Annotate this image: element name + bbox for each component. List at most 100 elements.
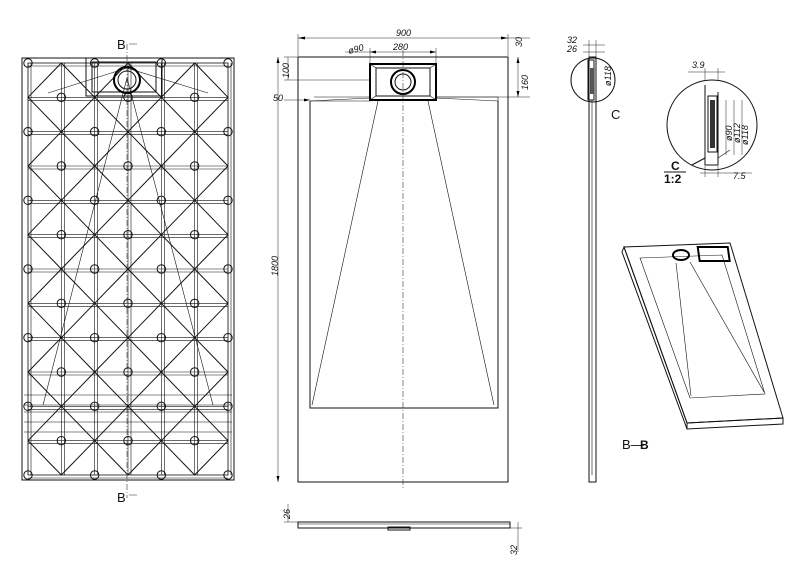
rib-node <box>156 126 167 137</box>
rib-line <box>60 440 96 476</box>
rib-node <box>56 229 67 240</box>
rib-line <box>94 302 129 339</box>
rib-line <box>60 131 96 167</box>
rib-line <box>94 440 129 476</box>
rib-line <box>94 96 129 133</box>
rib-line <box>127 405 162 442</box>
front-edge-outline <box>297 521 511 529</box>
detail-c-outline <box>666 79 758 171</box>
rib-line <box>194 96 229 133</box>
rib-line <box>127 302 162 339</box>
rib-line <box>42 77 128 406</box>
rib-line <box>60 62 96 98</box>
rib-node <box>89 58 100 68</box>
rib-node <box>23 58 33 68</box>
rib-node <box>156 264 167 274</box>
rib-node <box>189 92 200 103</box>
underside-drain-box <box>85 57 163 97</box>
rib-node <box>189 161 200 171</box>
rib-node <box>23 126 33 137</box>
detail-scale-letter: C <box>671 159 680 173</box>
rib-line <box>60 165 96 201</box>
dim-width: 900 <box>396 28 411 38</box>
rib-line <box>160 440 196 476</box>
rib-node <box>123 229 133 240</box>
rib-line <box>27 234 62 270</box>
rib-node <box>23 401 33 412</box>
side-dim-2: 26 <box>566 44 577 54</box>
detail-c-view: 3.9 7.5 ø90 ø112 ø118 C 1:2 <box>664 60 758 186</box>
rib-line <box>160 234 196 270</box>
rib-line <box>94 405 129 442</box>
rib-line <box>194 337 229 373</box>
rib-line <box>194 405 229 442</box>
rib-node <box>123 367 133 377</box>
rib-line <box>47 67 128 94</box>
basin-outline <box>309 101 499 409</box>
rib-line <box>160 405 196 442</box>
rib-node <box>56 435 67 446</box>
rib-line <box>60 96 96 133</box>
rib-line <box>160 337 196 373</box>
rib-line <box>60 371 96 407</box>
rib-line <box>94 268 129 304</box>
rib-line <box>127 337 162 373</box>
rib-nodes <box>23 58 233 480</box>
section-mark-bottom: B <box>117 490 126 505</box>
rib-line <box>160 268 196 304</box>
rib-pattern <box>24 62 232 479</box>
underside-view: B B <box>21 37 235 505</box>
rib-line <box>194 268 229 304</box>
iso-drain-box <box>696 246 731 262</box>
rib-node <box>123 435 133 446</box>
rib-node <box>223 401 233 412</box>
side-view-outline <box>588 56 597 483</box>
rib-node <box>23 195 33 206</box>
rib-line <box>160 96 196 133</box>
rib-line <box>27 371 62 407</box>
rib-line <box>194 131 229 167</box>
rib-line <box>194 371 229 407</box>
rib-line <box>27 131 62 167</box>
iso-drain <box>672 249 690 261</box>
rib-line <box>94 199 129 236</box>
rib-line <box>127 371 162 407</box>
rib-line <box>194 234 229 270</box>
rib-node <box>23 264 33 274</box>
detail-scale: 1:2 <box>664 172 682 186</box>
rib-line <box>27 440 62 476</box>
rib-node <box>89 126 100 137</box>
rib-node <box>89 470 100 480</box>
rib-line <box>194 440 229 476</box>
rib-node <box>189 435 200 446</box>
slope-corner-right <box>435 97 499 102</box>
rib-line <box>27 199 62 236</box>
slope-line-right <box>427 100 495 406</box>
rib-node <box>23 470 33 480</box>
rib-node <box>89 401 100 412</box>
detail-dim-bottom: 7.5 <box>733 171 747 181</box>
rib-node <box>23 332 33 343</box>
rib-node <box>156 401 167 412</box>
detail-d3: ø118 <box>740 125 750 145</box>
front-edge-drain <box>387 526 411 531</box>
rib-line <box>160 371 196 407</box>
rib-line <box>126 67 209 94</box>
rib-line <box>60 199 96 236</box>
rib-line <box>27 268 62 304</box>
rib-node <box>56 92 67 103</box>
rib-node <box>189 229 200 240</box>
side-dim-1: 32 <box>567 35 577 45</box>
section-label: B— B <box>622 437 649 452</box>
rib-line <box>160 62 196 98</box>
dim-drain-diameter: ø90 <box>347 42 365 56</box>
rib-line <box>27 62 62 98</box>
dim-top-offset: 100 <box>281 63 291 78</box>
detail-d2: ø112 <box>732 123 742 143</box>
rib-node <box>223 332 233 343</box>
dim-top-right: 30 <box>514 37 524 47</box>
rib-line <box>94 234 129 270</box>
rib-line <box>194 165 229 201</box>
section-mark-top: B <box>117 37 126 52</box>
